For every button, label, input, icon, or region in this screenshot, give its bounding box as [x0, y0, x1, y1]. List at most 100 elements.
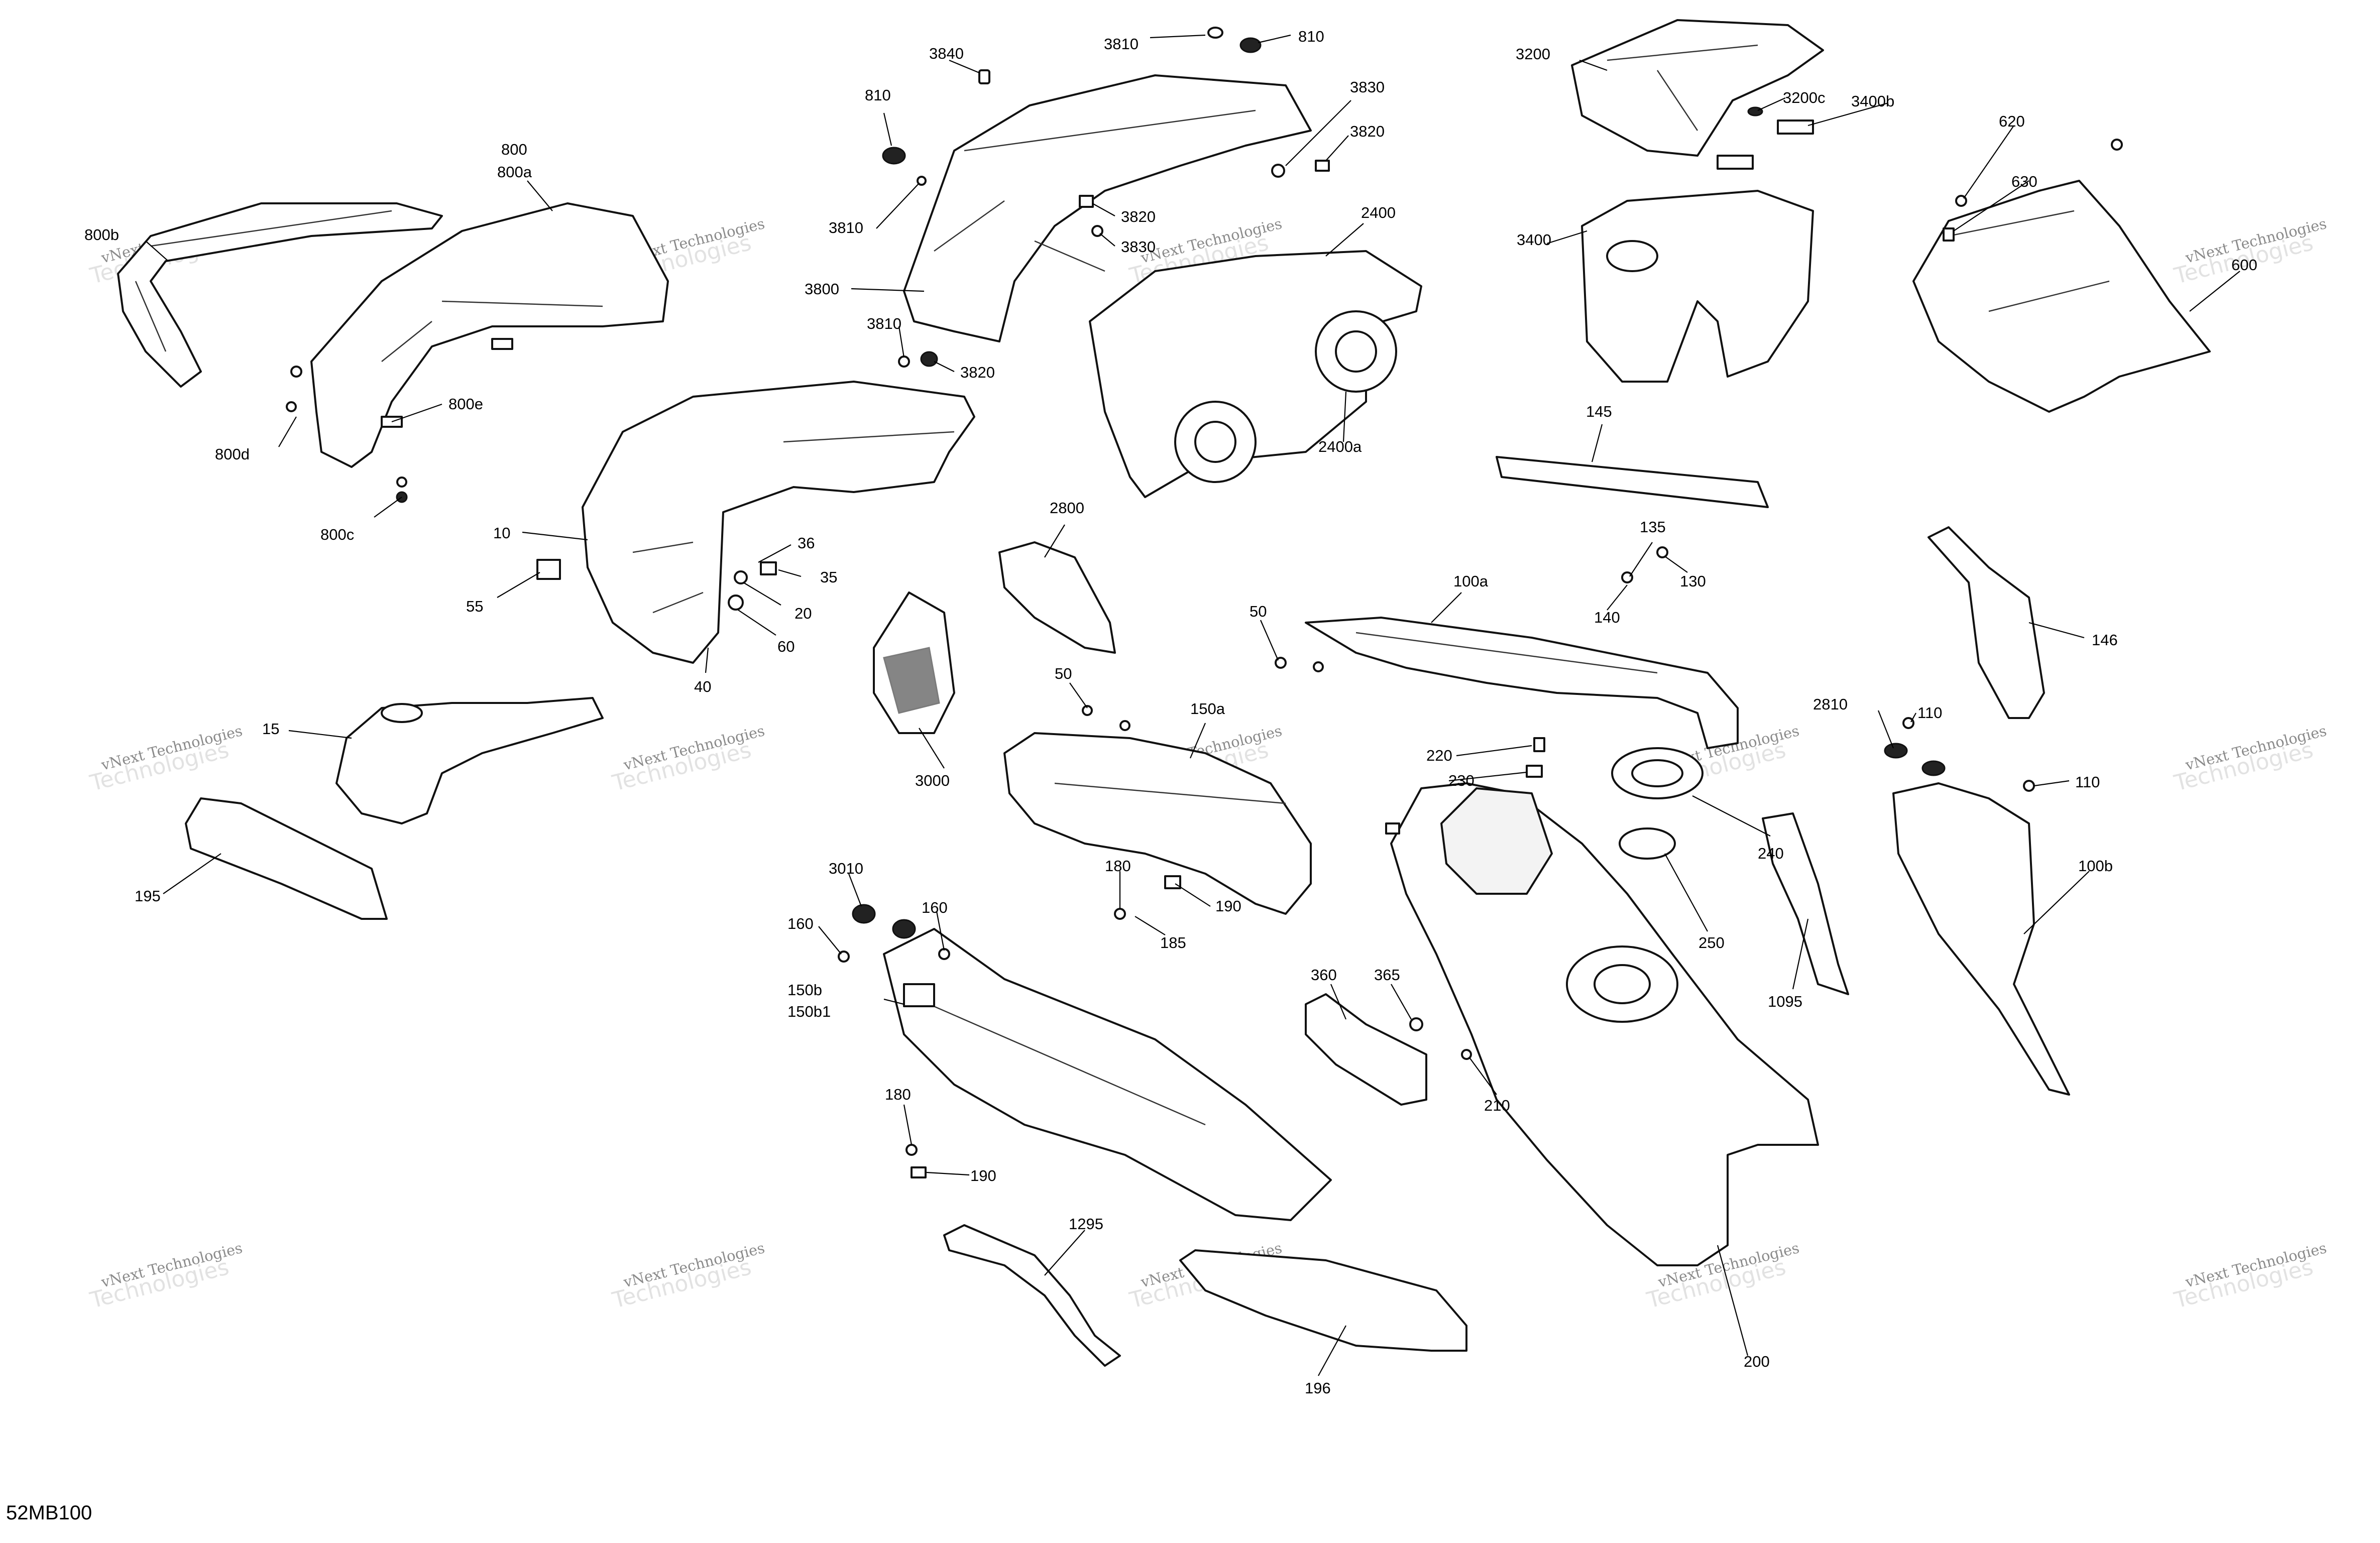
callout-190-low: 190: [970, 1167, 996, 1184]
callout-145: 145: [1586, 403, 1612, 420]
part-2800-bracket: [998, 541, 1116, 654]
callout-2810: 2810: [1813, 695, 1848, 713]
callout-3820-mid: 3820: [1121, 208, 1156, 225]
callout-50-right: 50: [1250, 603, 1267, 620]
diagram-code: 52MB100: [6, 1502, 92, 1524]
callout-196: 196: [1305, 1379, 1331, 1397]
callout-150b: 150b: [787, 981, 822, 999]
callout-3400b: 3400b: [1851, 92, 1894, 110]
callout-240: 240: [1758, 845, 1784, 862]
callout-250: 250: [1698, 934, 1725, 952]
callout-200: 200: [1744, 1353, 1770, 1370]
callout-810-left: 810: [865, 86, 891, 104]
callout-180-top: 180: [1105, 857, 1131, 875]
callout-146: 146: [2092, 631, 2118, 649]
part-195-trim-strip: [185, 797, 388, 920]
callout-35: 35: [820, 568, 837, 586]
callout-3810-low: 3810: [867, 315, 901, 332]
part-15-instrument-bracket: [335, 697, 604, 824]
part-10-front-nose-panel: [536, 381, 975, 664]
callout-20: 20: [795, 605, 812, 622]
callout-140: 140: [1594, 609, 1620, 626]
callout-800b: 800b: [84, 226, 119, 244]
callout-620: 620: [1999, 112, 2025, 130]
callout-800e: 800e: [448, 395, 483, 413]
part-2400-headlight-assembly: [1089, 250, 1422, 498]
part-145-strip: [1496, 456, 1769, 508]
leader-lines: [145, 34, 2240, 1376]
callout-2400a: 2400a: [1318, 438, 1362, 455]
callout-800c: 800c: [320, 526, 354, 543]
callout-810-top: 810: [1298, 28, 1324, 45]
part-3200-storage-lid: [1571, 19, 1824, 157]
callout-150a: 150a: [1190, 700, 1225, 718]
callout-185: 185: [1160, 934, 1186, 952]
part-600-rear-panel: [1912, 180, 2211, 413]
callout-800a: 800a: [497, 163, 532, 181]
callout-2400: 2400: [1361, 204, 1396, 221]
callout-600: 600: [2231, 256, 2257, 274]
part-800-windshield-panel: [310, 202, 669, 468]
part-800b-upper-trim: [117, 202, 443, 388]
callout-110-top: 110: [1917, 704, 1942, 722]
hardware-fasteners: [286, 27, 2123, 1178]
callout-15: 15: [262, 720, 279, 738]
callout-3820-top: 3820: [1350, 123, 1385, 140]
callout-36: 36: [798, 534, 815, 552]
part-3000-side-vent: [873, 591, 955, 734]
callout-3200: 3200: [1516, 45, 1550, 63]
callout-160-left: 160: [787, 915, 814, 932]
callout-60: 60: [777, 638, 795, 655]
part-196-trim-plate: [1179, 1249, 1467, 1352]
callout-100a: 100a: [1453, 572, 1489, 590]
callout-3820-low: 3820: [960, 364, 995, 381]
callout-3830-mid: 3830: [1121, 238, 1156, 256]
callout-210: 210: [1484, 1097, 1510, 1114]
callout-160-right: 160: [922, 899, 948, 916]
callout-50-left: 50: [1055, 665, 1072, 682]
callout-1095: 1095: [1768, 993, 1802, 1010]
part-240-ring: [1611, 747, 1704, 799]
part-250-seal: [1619, 827, 1676, 860]
callout-3000: 3000: [915, 772, 950, 789]
callout-100b: 100b: [2078, 857, 2113, 875]
part-1095-strip: [1762, 812, 1849, 995]
callout-3010: 3010: [829, 860, 863, 877]
callout-150b1: 150b1: [787, 1003, 831, 1020]
callout-10: 10: [493, 524, 510, 542]
callout-195: 195: [135, 887, 161, 905]
callout-230: 230: [1448, 772, 1475, 789]
callout-360: 360: [1311, 966, 1337, 984]
part-150a-side-panel: [1003, 732, 1312, 915]
callout-135: 135: [1640, 518, 1666, 536]
part-1295-strip: [943, 1224, 1121, 1367]
callout-3810-mid: 3810: [829, 219, 863, 236]
callout-110-right: 110: [2075, 773, 2100, 791]
callout-labels: 800 800a 800b 800d 800e 800c 3840 3810 8…: [84, 28, 2257, 1397]
part-3800-upper-frame: [903, 74, 1312, 342]
callout-130: 130: [1680, 572, 1706, 590]
callout-3830-top: 3830: [1350, 78, 1385, 96]
part-360-plate: [1305, 993, 1427, 1106]
callout-220: 220: [1426, 747, 1452, 764]
part-3400-storage-bin: [1581, 120, 1814, 383]
callout-3840: 3840: [929, 45, 964, 62]
callout-800d: 800d: [215, 445, 250, 463]
callout-3200c: 3200c: [1783, 89, 1825, 106]
part-150b-side-panel: [883, 928, 1332, 1221]
part-100b-right-side-trim: [1892, 782, 2070, 1096]
callout-2800: 2800: [1050, 499, 1084, 517]
callout-55: 55: [466, 598, 483, 615]
callout-1295: 1295: [1069, 1215, 1103, 1233]
callout-3400: 3400: [1517, 231, 1551, 249]
callout-3800: 3800: [805, 280, 839, 298]
callout-3810-top: 3810: [1104, 35, 1139, 53]
